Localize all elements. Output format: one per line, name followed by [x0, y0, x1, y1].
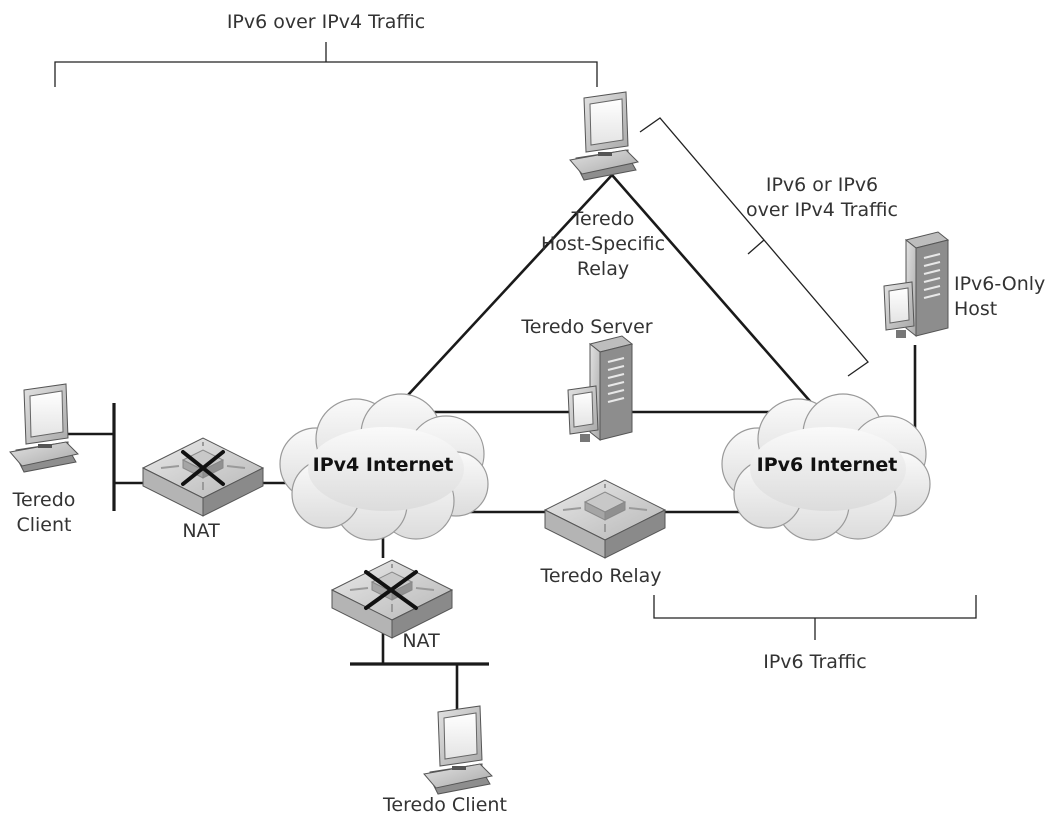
label-ipv6-only-host-line2: Host	[954, 298, 997, 320]
teredo-server-icon	[567, 335, 633, 443]
traffic-brackets	[54, 42, 977, 640]
label-ipv6-traffic: IPv6 Traffic	[763, 651, 867, 673]
label-teredo-client-bottom: Teredo Client	[382, 794, 507, 816]
ipv6-only-host-server-icon	[883, 231, 949, 339]
label-relay-specific-line1: Teredo	[571, 208, 635, 230]
teredo-host-specific-relay-icon	[569, 91, 639, 181]
teredo-client-bottom-icon	[423, 705, 493, 795]
label-relay-specific-line3: Relay	[577, 258, 629, 280]
label-ipv6-internet: IPv6 Internet	[757, 454, 898, 476]
label-ipv6-only-host-line1: IPv6-Only	[954, 273, 1045, 295]
label-ipv4-internet: IPv4 Internet	[313, 454, 454, 476]
label-ipv6-or-ipv6-line1: IPv6 or IPv6	[766, 174, 878, 196]
teredo-relay-icon	[544, 479, 666, 559]
label-teredo-client-left-line2: Client	[16, 514, 71, 536]
label-teredo-server: Teredo Server	[520, 316, 652, 338]
bracket-ipv6-or-ipv6-over-ipv4	[639, 117, 869, 377]
bracket-ipv6-over-ipv4	[54, 42, 598, 87]
link-relay-specific-to-ipv6	[611, 174, 817, 409]
label-nat-left: NAT	[182, 520, 220, 542]
nat-bottom-icon	[331, 559, 453, 639]
teredo-client-left-icon	[9, 383, 79, 473]
label-ipv6-over-ipv4-traffic: IPv6 over IPv4 Traffic	[227, 11, 425, 33]
link-relay-specific-to-ipv4	[395, 174, 613, 409]
label-nat-bottom: NAT	[402, 630, 440, 652]
label-teredo-relay: Teredo Relay	[539, 565, 661, 587]
nat-left-icon	[142, 437, 264, 517]
label-ipv6-or-ipv6-line2: over IPv4 Traffic	[746, 199, 898, 221]
label-teredo-client-left-line1: Teredo	[12, 489, 76, 511]
bracket-ipv6	[653, 595, 977, 640]
label-relay-specific-line2: Host-Specific	[541, 233, 665, 255]
